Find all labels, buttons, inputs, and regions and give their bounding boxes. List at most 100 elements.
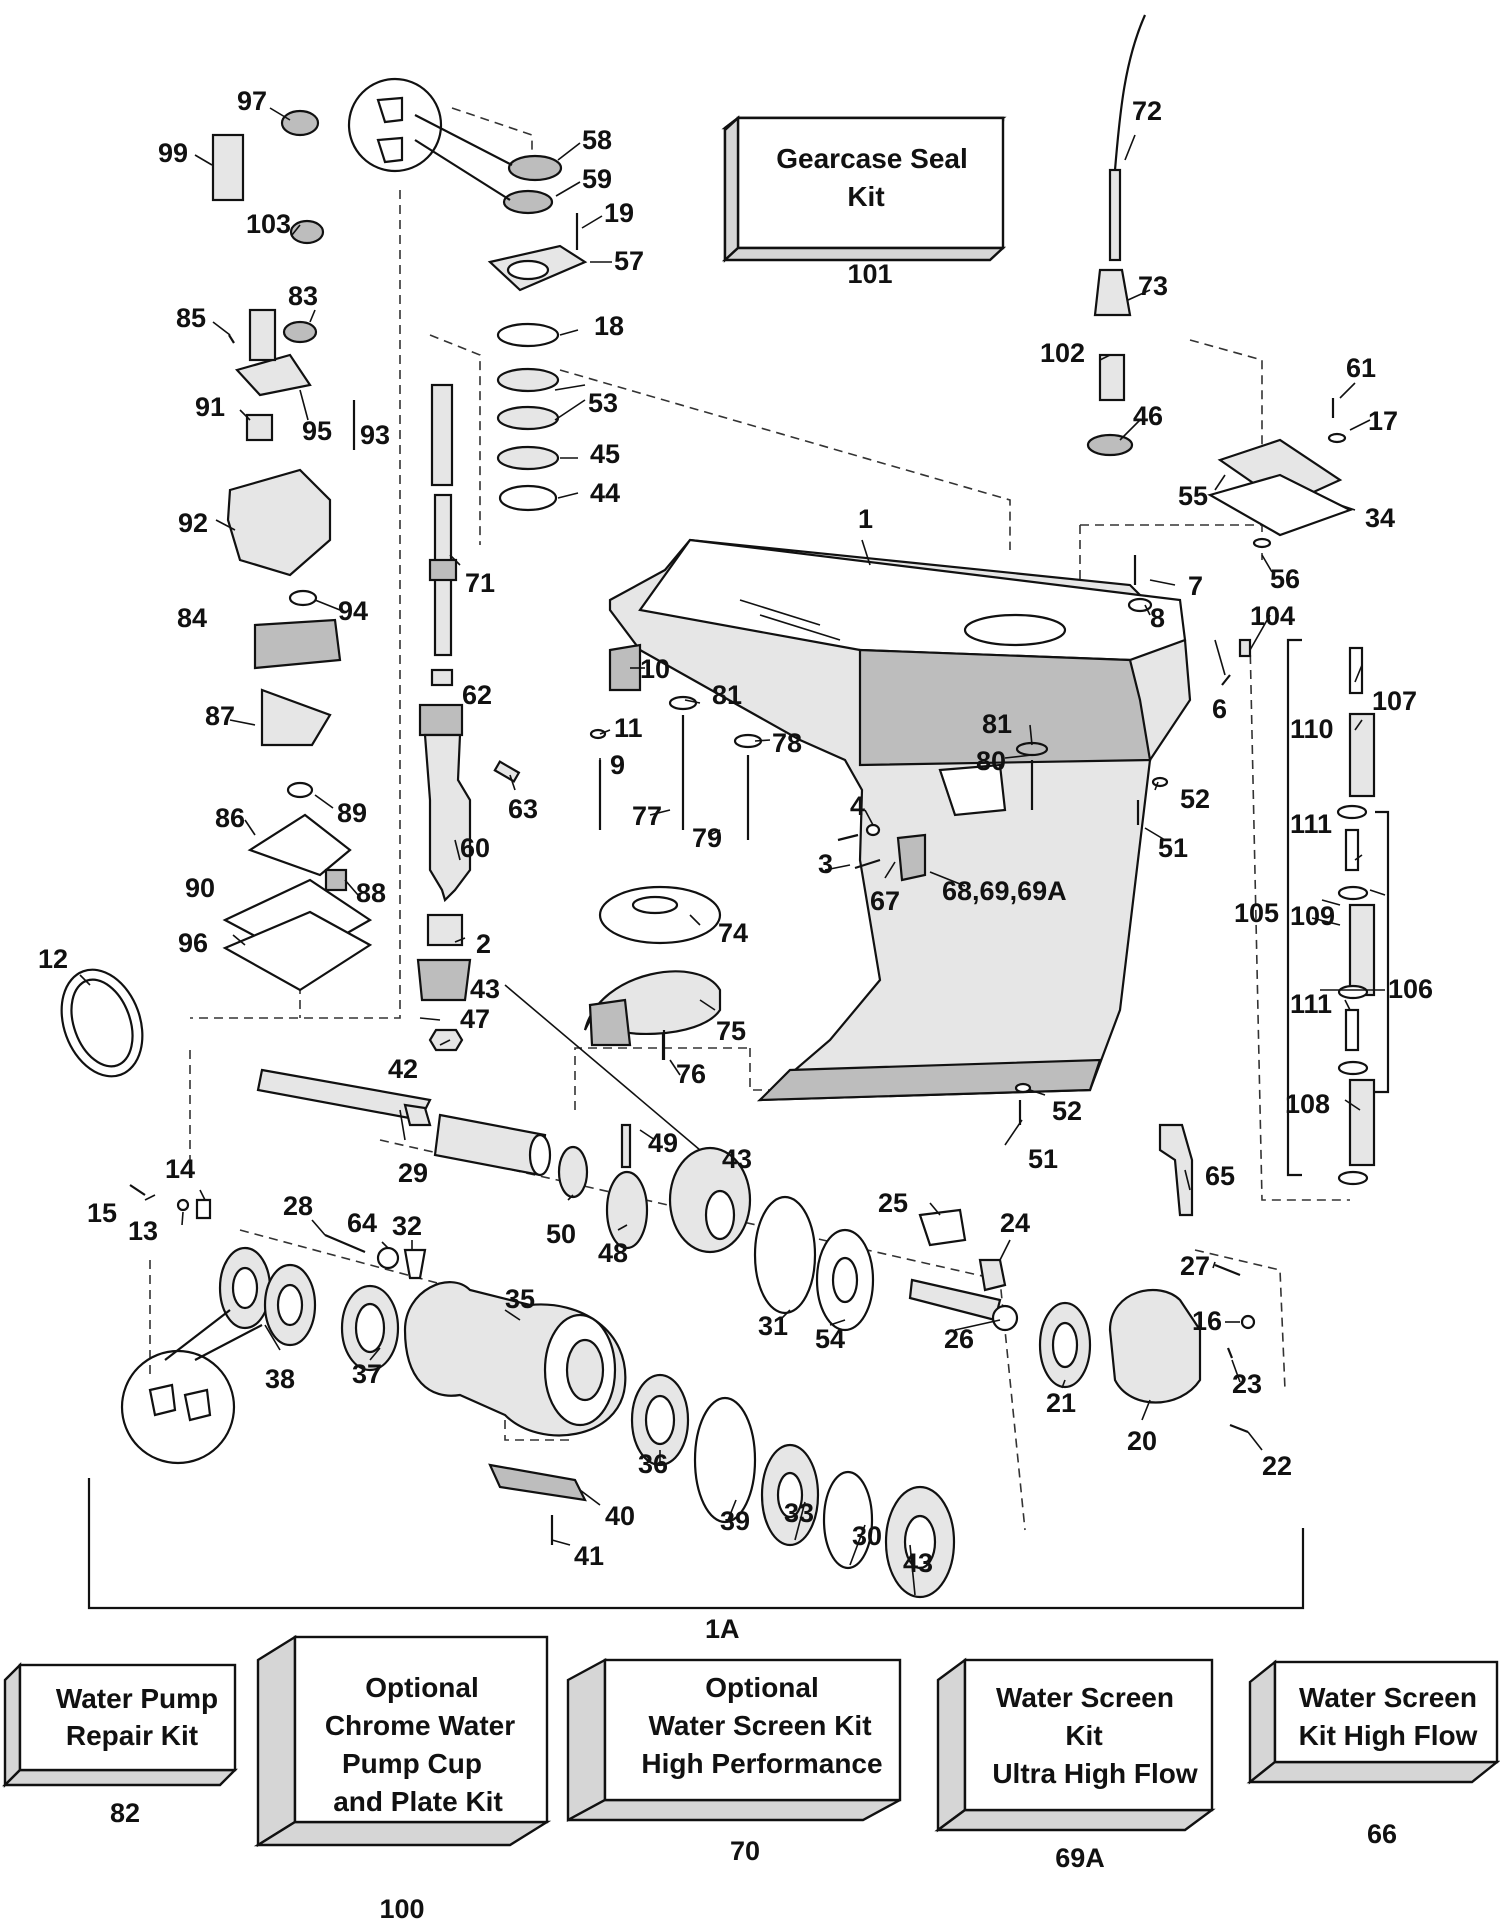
callout-44: 44 <box>590 478 620 508</box>
callout-1: 1 <box>858 504 873 534</box>
callout-108: 108 <box>1285 1089 1330 1119</box>
thrust-plates <box>583 885 722 1060</box>
callout-55: 55 <box>1178 481 1208 511</box>
seal-detail-circles <box>120 77 513 1465</box>
callout-48: 48 <box>598 1238 628 1268</box>
callout-43-lower: 43 <box>903 1548 933 1578</box>
callout-15: 15 <box>87 1198 117 1228</box>
kit-water-pump-line-2: Repair Kit <box>66 1720 198 1751</box>
callout-13: 13 <box>128 1216 158 1246</box>
callout-65: 65 <box>1205 1161 1235 1191</box>
callout-111-upper: 111 <box>1290 809 1332 839</box>
bracket-1a <box>87 1478 1305 1610</box>
kit-screen-ultra-high-flow: Water Screen Kit Ultra High Flow 69A <box>934 1657 1216 1873</box>
kit-screen-high-performance: Optional Water Screen Kit High Performan… <box>566 1657 902 1866</box>
callout-43-mid: 43 <box>722 1144 752 1174</box>
kit-water-pump-line-1: Water Pump <box>56 1683 218 1714</box>
callout-leaders <box>79 107 1386 1596</box>
callout-52-lower: 52 <box>1052 1096 1082 1126</box>
callout-57: 57 <box>614 246 644 276</box>
kit-chrome-line-4: and Plate Kit <box>333 1786 503 1817</box>
callout-39: 39 <box>720 1506 750 1536</box>
callout-97: 97 <box>237 86 267 116</box>
callout-75: 75 <box>716 1016 746 1046</box>
callout-31: 31 <box>758 1311 788 1341</box>
callout-51-upper: 51 <box>1158 833 1188 863</box>
callout-11: 11 <box>614 713 643 743</box>
kit-gearcase-seal: Gearcase Seal Kit 101 <box>721 115 1007 289</box>
callout-17: 17 <box>1368 406 1398 436</box>
kit-ultra-number: 69A <box>1055 1843 1105 1873</box>
kit-chrome-cup-plate: Optional Chrome Water Pump Cup and Plate… <box>253 1634 552 1924</box>
callout-9: 9 <box>610 750 625 780</box>
callout-72: 72 <box>1132 96 1162 126</box>
callout-38: 38 <box>265 1364 295 1394</box>
callout-33: 33 <box>784 1498 814 1528</box>
bracket-105 <box>1286 638 1302 1177</box>
callout-46: 46 <box>1133 401 1163 431</box>
kit-high-perf-line-2: Water Screen Kit <box>648 1710 871 1741</box>
callout-91: 91 <box>195 392 225 422</box>
callout-6: 6 <box>1212 694 1227 724</box>
callout-35: 35 <box>505 1284 535 1314</box>
callout-1a: 1A <box>705 1614 740 1644</box>
callout-92: 92 <box>178 508 208 538</box>
water-pump-parts <box>211 109 373 992</box>
callout-59: 59 <box>582 164 612 194</box>
callout-96: 96 <box>178 928 208 958</box>
callout-8: 8 <box>1150 603 1165 633</box>
callout-labels: 97 99 58 59 19 103 57 72 73 85 83 18 102… <box>38 86 1433 1644</box>
callout-45: 45 <box>590 439 620 469</box>
callout-76: 76 <box>676 1059 706 1089</box>
kit-chrome-number: 100 <box>379 1894 424 1924</box>
callout-80: 80 <box>976 746 1006 776</box>
kit-chrome-line-2: Chrome Water <box>325 1710 515 1741</box>
callout-64: 64 <box>347 1208 377 1238</box>
callout-109: 109 <box>1290 901 1335 931</box>
callout-4: 4 <box>850 791 865 821</box>
callout-51-lower: 51 <box>1028 1144 1058 1174</box>
gearcase-housing <box>608 538 1192 1102</box>
kit-water-pump-number: 82 <box>110 1798 140 1828</box>
callout-47: 47 <box>460 1004 490 1034</box>
callout-41: 41 <box>574 1541 604 1571</box>
callout-42: 42 <box>388 1054 418 1084</box>
callout-24: 24 <box>1000 1208 1030 1238</box>
callout-43-upper: 43 <box>470 974 500 1004</box>
callout-3: 3 <box>818 849 833 879</box>
callout-58: 58 <box>582 125 612 155</box>
callout-78: 78 <box>772 728 802 758</box>
callout-99: 99 <box>158 138 188 168</box>
bracket-106 <box>1375 810 1390 1094</box>
callout-77: 77 <box>632 801 662 831</box>
callout-36: 36 <box>638 1449 668 1479</box>
callout-12: 12 <box>38 944 68 974</box>
callout-102: 102 <box>1040 338 1085 368</box>
callout-94: 94 <box>338 596 368 626</box>
callout-22: 22 <box>1262 1451 1292 1481</box>
callout-106: 106 <box>1388 974 1433 1004</box>
callout-2: 2 <box>476 929 491 959</box>
kit-high-flow-number: 66 <box>1367 1819 1397 1849</box>
hose-kit <box>1336 646 1376 1186</box>
kit-high-perf-line-1: Optional <box>705 1672 819 1703</box>
screen-ring <box>60 968 144 1078</box>
callout-63: 63 <box>508 794 538 824</box>
callout-53: 53 <box>588 388 618 418</box>
shift-parts-right <box>908 1208 1256 1434</box>
callout-19: 19 <box>604 198 634 228</box>
callout-67: 67 <box>870 886 900 916</box>
callout-95: 95 <box>302 416 332 446</box>
callout-10: 10 <box>640 654 670 684</box>
shift-rod-parts <box>1086 14 1147 457</box>
kit-water-pump-repair: Water Pump Repair Kit 82 <box>2 1662 238 1828</box>
kit-chrome-line-1: Optional <box>365 1672 479 1703</box>
callout-7: 7 <box>1188 571 1203 601</box>
callout-54: 54 <box>815 1324 845 1354</box>
kit-ultra-line-1: Water Screen <box>996 1682 1174 1713</box>
callout-30: 30 <box>852 1521 882 1551</box>
callout-68-69-69a: 68,69,69A <box>942 876 1067 906</box>
kit-gearcase-seal-line-2: Kit <box>847 181 884 212</box>
callout-105: 105 <box>1234 898 1279 928</box>
callout-110: 110 <box>1290 714 1334 744</box>
